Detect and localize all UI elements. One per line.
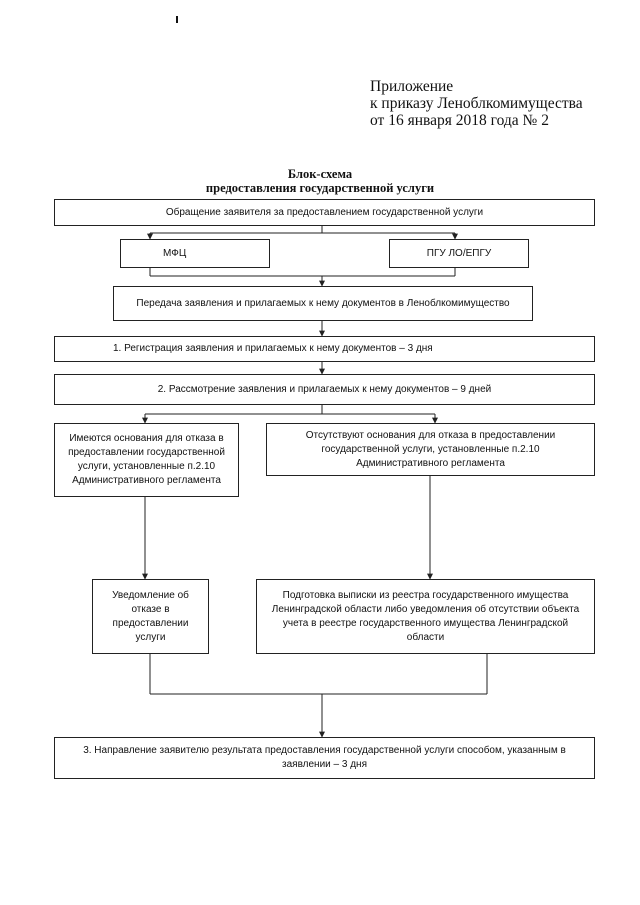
title-line-2: предоставления государственной услуги <box>205 181 435 195</box>
appendix-line-2: к приказу Леноблкомимущества <box>370 95 583 112</box>
node-no-grounds: Отсутствуют основания для отказа в предо… <box>266 423 595 476</box>
node-transfer: Передача заявления и прилагаемых к нему … <box>113 286 533 321</box>
title-line-1: Блок-схема <box>287 167 353 181</box>
node-transfer-text: Передача заявления и прилагаемых к нему … <box>136 297 510 309</box>
node-no-grounds-text: Отсутствуют основания для отказа в предо… <box>305 429 556 469</box>
node-mfc: МФЦ <box>120 239 270 268</box>
node-extract-prep-text: Подготовка выписки из реестра государств… <box>271 589 580 643</box>
node-grounds-refusal: Имеются основания для отказа в предостав… <box>54 423 239 497</box>
node-extract-prep: Подготовка выписки из реестра государств… <box>256 579 595 654</box>
node-refusal-notice-text: Уведомление об отказе в предоставлении у… <box>112 589 189 643</box>
node-review-text: 2. Рассмотрение заявления и прилагаемых … <box>157 383 492 395</box>
node-grounds-refusal-text: Имеются основания для отказа в предостав… <box>68 433 225 486</box>
node-pgu: ПГУ ЛО/ЕПГУ <box>389 239 529 268</box>
scan-mark <box>176 16 178 23</box>
node-review: 2. Рассмотрение заявления и прилагаемых … <box>54 374 595 405</box>
node-registration: 1. Регистрация заявления и прилагаемых к… <box>54 336 595 362</box>
appendix-line-1: Приложение <box>370 78 454 95</box>
node-result: 3. Направление заявителю результата пред… <box>54 737 595 779</box>
node-request-text: Обращение заявителя за предоставлением г… <box>165 206 484 218</box>
appendix-line-3: от 16 января 2018 года № 2 <box>370 112 549 129</box>
node-refusal-notice: Уведомление об отказе в предоставлении у… <box>92 579 209 654</box>
appendix-header: Приложение к приказу Леноблкомимущества … <box>370 78 630 129</box>
diagram-title: Блок-схема предоставления государственно… <box>0 167 640 195</box>
node-pgu-text: ПГУ ЛО/ЕПГУ <box>426 247 492 259</box>
node-result-text: 3. Направление заявителю результата пред… <box>83 745 566 770</box>
node-registration-text: 1. Регистрация заявления и прилагаемых к… <box>113 343 433 354</box>
node-mfc-text: МФЦ <box>163 247 187 259</box>
node-request: Обращение заявителя за предоставлением г… <box>54 199 595 226</box>
